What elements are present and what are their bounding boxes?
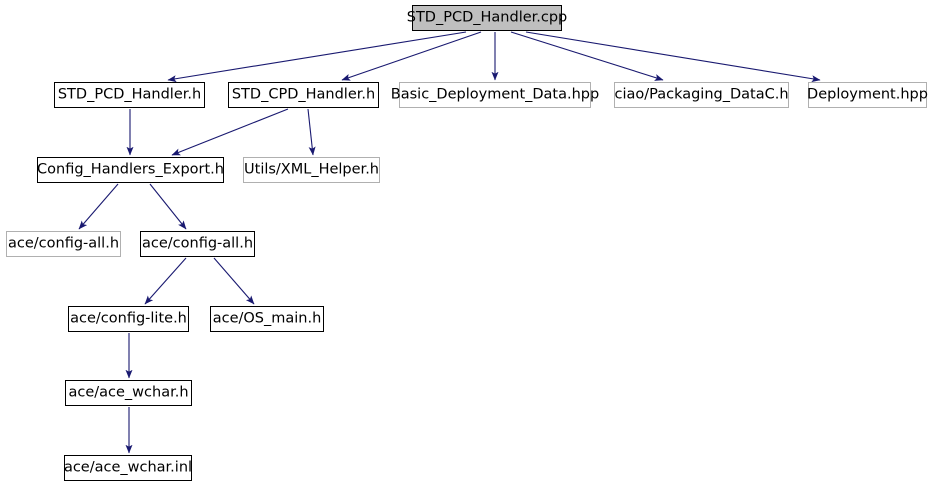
graph-node-config-handlers-export-h[interactable]: Config_Handlers_Export.h bbox=[37, 157, 224, 183]
dependency-edge bbox=[78, 183, 119, 230]
graph-node-std-pcd-handler-h[interactable]: STD_PCD_Handler.h bbox=[54, 82, 205, 108]
dependency-edge bbox=[510, 31, 664, 81]
graph-node-ace-config-lite-h[interactable]: ace/config-lite.h bbox=[68, 306, 189, 332]
node-label: Utils/XML_Helper.h bbox=[244, 161, 379, 178]
dependency-edge bbox=[525, 31, 821, 83]
graph-node-ciao-packaging-datac-h[interactable]: ciao/Packaging_DataC.h bbox=[614, 82, 789, 108]
node-label: ace/ace_wchar.h bbox=[68, 384, 189, 401]
node-label: Deployment.hpp bbox=[807, 86, 928, 103]
node-label: ace/config-lite.h bbox=[70, 310, 187, 327]
node-label: ace/config-all.h bbox=[8, 235, 120, 252]
dependency-edge bbox=[167, 31, 467, 83]
dependency-edge bbox=[144, 257, 187, 305]
graph-node-std-cpd-handler-h[interactable]: STD_CPD_Handler.h bbox=[228, 82, 379, 108]
node-label: ace/OS_main.h bbox=[212, 310, 322, 327]
dependency-edge bbox=[307, 108, 316, 156]
graph-node-deployment-hpp[interactable]: Deployment.hpp bbox=[807, 82, 928, 108]
node-label: ace/ace_wchar.inl bbox=[63, 459, 193, 476]
graph-node-ace-ace-wchar-inl[interactable]: ace/ace_wchar.inl bbox=[64, 455, 192, 481]
node-label: ace/config-all.h bbox=[142, 235, 254, 252]
dependency-edge bbox=[171, 108, 289, 156]
graph-node-ace-os-main-h[interactable]: ace/OS_main.h bbox=[210, 306, 324, 332]
node-label: STD_CPD_Handler.h bbox=[231, 86, 376, 103]
graph-node-ace-config-all-h[interactable]: ace/config-all.h bbox=[6, 231, 121, 257]
node-label: STD_PCD_Handler.cpp bbox=[406, 9, 568, 26]
graph-node-utils-xml-helper-h[interactable]: Utils/XML_Helper.h bbox=[243, 157, 380, 183]
dependency-edge bbox=[149, 183, 187, 230]
graph-node-ace-config-all-h[interactable]: ace/config-all.h bbox=[140, 231, 255, 257]
node-label: ciao/Packaging_DataC.h bbox=[614, 86, 789, 103]
node-label: Basic_Deployment_Data.hpp bbox=[390, 86, 600, 103]
node-label: Config_Handlers_Export.h bbox=[37, 161, 224, 178]
node-label: STD_PCD_Handler.h bbox=[57, 86, 202, 103]
dependency-edge bbox=[341, 31, 482, 81]
dependency-edge bbox=[213, 257, 255, 305]
graph-node-std-pcd-handler-cpp[interactable]: STD_PCD_Handler.cpp bbox=[407, 5, 567, 31]
graph-node-ace-ace-wchar-h[interactable]: ace/ace_wchar.h bbox=[65, 380, 192, 406]
graph-node-basic-deployment-data-hpp[interactable]: Basic_Deployment_Data.hpp bbox=[391, 82, 599, 108]
